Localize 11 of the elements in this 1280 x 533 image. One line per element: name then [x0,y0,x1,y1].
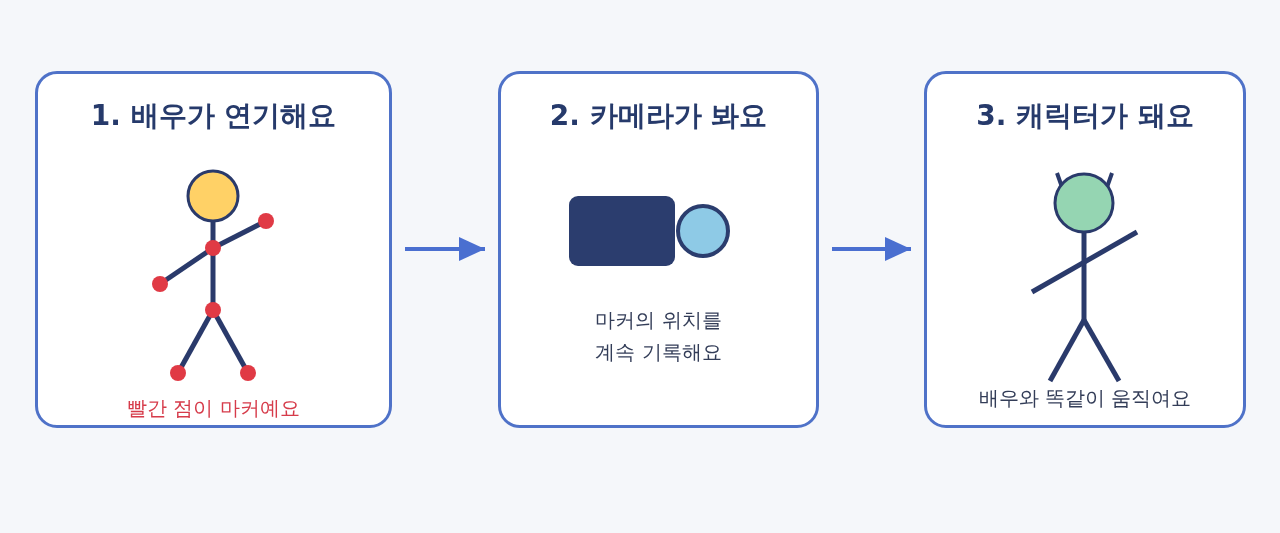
step-heading: 1. 배우가 연기해요 [90,99,337,133]
step-heading: 3. 캐릭터가 돼요 [976,99,1194,133]
step-card [498,71,819,428]
step-caption: 마커의 위치를 계속 기록해요 [594,307,723,366]
step-caption: 배우와 똑같이 움직여요 [978,385,1192,411]
step-heading: 2. 카메라가 봐요 [549,99,768,133]
arrow [832,237,911,261]
step-caption: 빨간 점이 마커예요 [127,395,300,421]
step-card [35,71,392,428]
arrow [405,237,485,261]
step-card [924,71,1246,428]
